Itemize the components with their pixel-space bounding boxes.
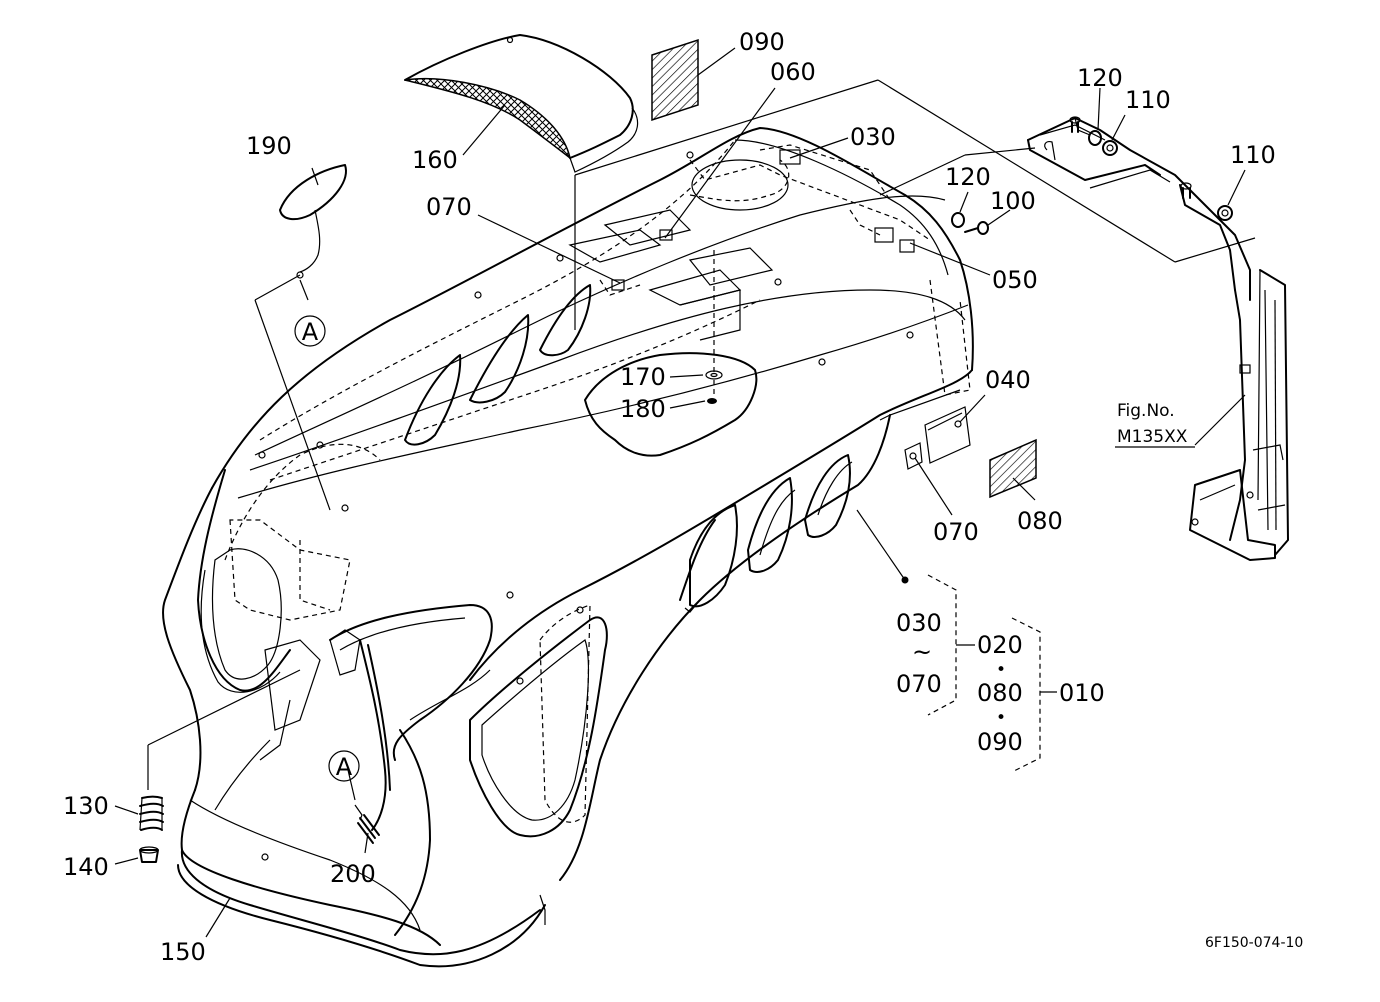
- leader-lines: [114, 47, 1256, 938]
- part-130-spring: [139, 795, 164, 831]
- part-140-cap: [139, 846, 159, 863]
- label-030-top: 030: [850, 123, 896, 151]
- fig-ref-line2: M135XX: [1117, 427, 1188, 447]
- ref-a-top-circle: A: [294, 315, 326, 347]
- label-140: 140: [63, 853, 109, 881]
- label-150: 150: [160, 938, 206, 966]
- label-070-top: 070: [426, 193, 472, 221]
- ref-a-bottom-label: A: [336, 753, 353, 781]
- figure-reference: Fig.No. M135XX: [1117, 401, 1188, 447]
- part-120-washer-top: [1088, 130, 1102, 146]
- key-dot-2: •: [996, 708, 1006, 728]
- part-labels: 090 060 030 120 110 110 190 160 070 120 …: [63, 28, 1276, 966]
- part-080-decal: [989, 438, 1037, 499]
- label-130: 130: [63, 792, 109, 820]
- key-range-end: 070: [896, 670, 942, 698]
- part-170-washer: [705, 370, 723, 380]
- label-190: 190: [246, 132, 292, 160]
- key-group-080: 080: [977, 679, 1023, 707]
- label-090-top: 090: [739, 28, 785, 56]
- key-dot-1: •: [996, 660, 1006, 680]
- key-group-020: 020: [977, 631, 1023, 659]
- label-100: 100: [990, 187, 1036, 215]
- key-group-090: 090: [977, 728, 1023, 756]
- label-080: 080: [1017, 507, 1063, 535]
- ref-a-bottom-circle: A: [328, 750, 360, 782]
- key-assembly-010: 010: [1059, 679, 1105, 707]
- part-110-nut-right: [1217, 205, 1233, 221]
- leader-dot: [901, 576, 909, 584]
- label-160: 160: [412, 146, 458, 174]
- part-090-decal-top: [651, 38, 699, 122]
- label-120-top: 120: [1077, 64, 1123, 92]
- label-060: 060: [770, 58, 816, 86]
- ref-a-top-label: A: [302, 318, 319, 346]
- fig-ref-line1: Fig.No.: [1117, 401, 1175, 421]
- part-190-mirror: [279, 164, 347, 279]
- label-180: 180: [620, 395, 666, 423]
- part-180-grommet: [707, 398, 717, 404]
- part-120-washer-mid: [951, 212, 965, 228]
- hood-panel: [161, 127, 974, 968]
- assembly-key: 030 ~ 070 020 • 080 • 090 010: [896, 574, 1105, 773]
- mounting-points: [258, 151, 914, 861]
- label-070-bottom: 070: [933, 518, 979, 546]
- label-120-mid: 120: [945, 163, 991, 191]
- key-range-start: 030: [896, 609, 942, 637]
- label-110-top: 110: [1125, 86, 1171, 114]
- label-170: 170: [620, 363, 666, 391]
- part-110-nut-top: [1102, 140, 1118, 156]
- part-100-bolt: [964, 221, 989, 235]
- part-200-damper: [354, 804, 380, 844]
- right-bracket-assembly: [1027, 116, 1289, 561]
- drawing-code: 6F150-074-10: [1205, 935, 1303, 951]
- label-110-right: 110: [1230, 141, 1276, 169]
- part-160-top-panel: [404, 34, 639, 173]
- part-040-plate: [904, 406, 971, 470]
- key-tilde: ~: [912, 638, 932, 666]
- label-200: 200: [330, 860, 376, 888]
- label-040: 040: [985, 366, 1031, 394]
- label-050: 050: [992, 266, 1038, 294]
